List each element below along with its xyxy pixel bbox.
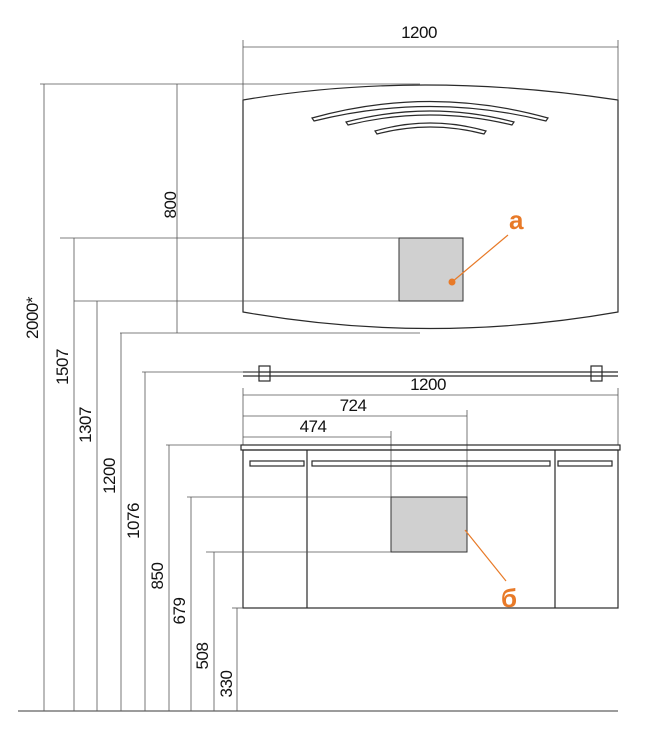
- dim-508-label: 508: [193, 643, 212, 670]
- offset-724-label: 724: [340, 396, 367, 415]
- dim-850-label: 850: [148, 563, 167, 590]
- mirror-width-label: 1200: [401, 23, 437, 42]
- callout-a-label: а: [509, 205, 524, 235]
- glass-shelf: [243, 365, 618, 382]
- cabinet-panel-b: [390, 496, 468, 553]
- cabinet: [240, 444, 621, 609]
- mirror: [242, 84, 619, 330]
- dim-679-label: 679: [170, 598, 189, 625]
- callout-b-label: б: [501, 583, 517, 613]
- dim-1507-label: 1507: [53, 349, 72, 385]
- dim-1200-label: 1200: [100, 458, 119, 494]
- dim-330-label: 330: [217, 671, 236, 698]
- dim-2000-label: 2000*: [23, 296, 42, 339]
- cabinet-width-label: 1200: [410, 375, 446, 394]
- mirror-height-label: 800: [161, 192, 180, 219]
- callout-a-dot: [448, 278, 456, 286]
- offset-474-label: 474: [300, 417, 327, 436]
- callout-a-leader: [451, 234, 509, 283]
- mirror-panel-a: [398, 237, 464, 302]
- dim-1076-label: 1076: [124, 503, 143, 539]
- dim-1307-label: 1307: [76, 407, 95, 443]
- callout-b-leader: [464, 529, 507, 582]
